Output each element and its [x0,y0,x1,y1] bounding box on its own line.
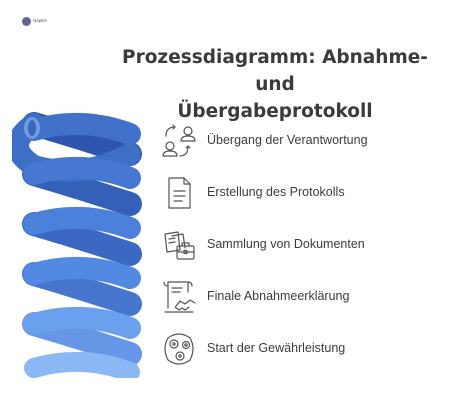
step-label-4: Finale Abnahmeerklärung [207,289,350,303]
logo-text: Napkin [33,18,48,24]
step-item-2: Erstellung des Protokolls [160,174,420,218]
step-item-5: Start der Gewährleistung [160,330,420,374]
coil-front-2 [23,206,141,239]
responsibility-transfer-icon [162,124,196,157]
signed-declaration-icon [163,281,196,313]
step-label-1: Übergang der Verantwortung [207,133,368,147]
step-item-1: Übergang der Verantwortung [160,122,420,166]
coil-front-3 [23,256,141,289]
document-collection-icon [164,231,195,260]
warranty-gears-icon [164,333,194,365]
coil-front-4 [23,306,141,339]
diagram-title: Prozessdiagramm: Abnahme- und Übergabepr… [100,44,450,125]
logo-mark-icon [22,17,31,26]
coil-front-segments [12,112,141,378]
coil-front-5 [24,351,140,378]
step-item-3: Sammlung von Dokumenten [160,226,420,270]
step-item-4: Finale Abnahmeerklärung [160,278,420,322]
coil-front-0 [23,112,141,145]
step-label-3: Sammlung von Dokumenten [207,237,365,251]
step-label-2: Erstellung des Protokolls [207,185,345,199]
title-line-2: Übergabeprotokoll [177,101,373,122]
coil-front-1 [23,156,141,189]
step-label-5: Start der Gewährleistung [207,341,346,355]
brand-logo: Napkin [22,17,47,26]
spiral-coil-graphic [12,112,142,378]
coil-loop-ends [24,117,40,139]
document-icon [168,177,191,209]
title-line-1: Prozessdiagramm: Abnahme- und [122,47,428,95]
